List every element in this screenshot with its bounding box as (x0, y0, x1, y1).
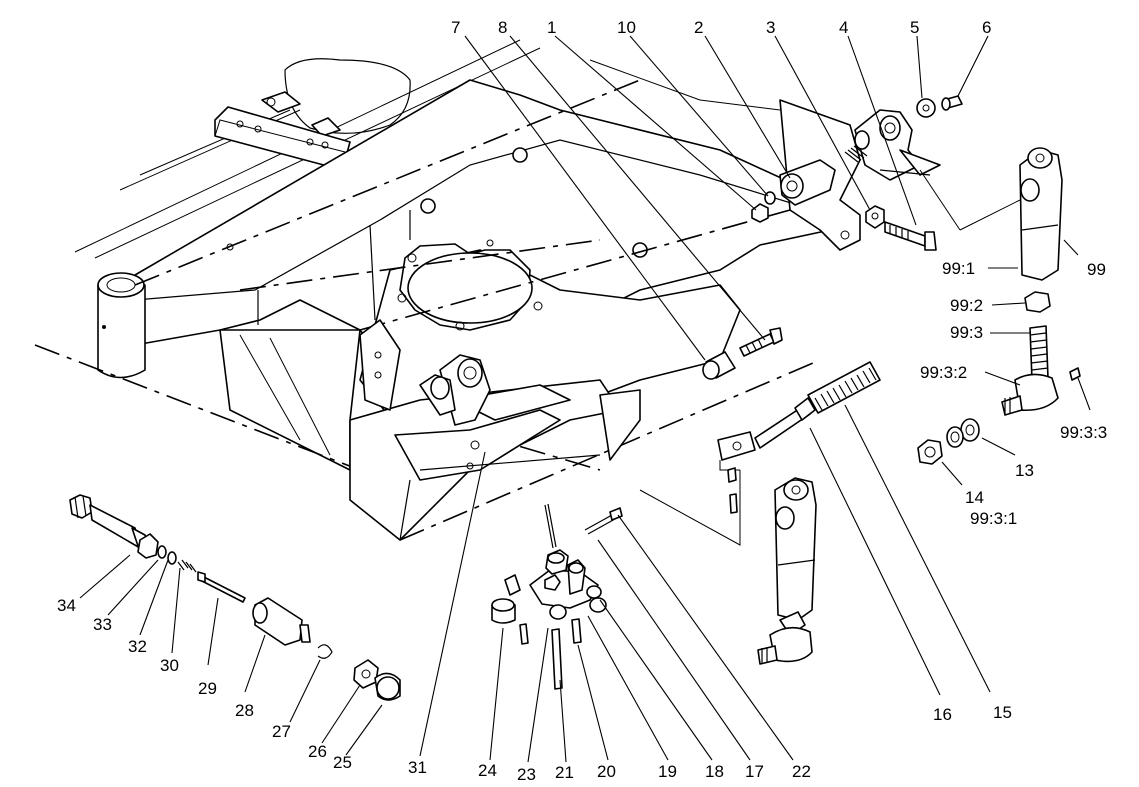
callout-5: 5 (910, 18, 919, 37)
flat-washer (916, 98, 936, 118)
spindle-tube (97, 272, 146, 379)
callout-33: 33 (93, 615, 112, 634)
mount-ears (359, 319, 491, 470)
callout-3: 3 (766, 18, 775, 37)
callout-4: 4 (839, 18, 848, 37)
slotted-bracket (214, 106, 351, 169)
callout-1: 1 (547, 18, 556, 37)
small-spring (844, 145, 868, 163)
callout-6: 6 (982, 18, 991, 37)
callout-17: 17 (745, 762, 764, 781)
callout-26: 26 (308, 742, 327, 761)
lock-nut (865, 205, 885, 229)
callout-16: 16 (933, 705, 952, 724)
callout-32: 32 (128, 637, 147, 656)
callout-30: 30 (160, 656, 179, 675)
callout-24: 24 (478, 761, 497, 780)
pivot-bushing-block (779, 159, 836, 206)
callout-7: 7 (451, 18, 460, 37)
callout-99-2: 99:2 (950, 296, 983, 315)
callout-25: 25 (333, 753, 352, 772)
callout-19: 19 (658, 762, 677, 781)
motor-mount-plate (397, 243, 543, 331)
callout-99-3-1: 99:3:1 (970, 509, 1017, 528)
frame-assembly (34, 39, 941, 541)
callout-23: 23 (517, 765, 536, 784)
rear-hardware (702, 95, 963, 380)
spring-rod-assembly (717, 361, 881, 514)
upper-mount-plate (261, 58, 411, 137)
callout-21: 21 (555, 763, 574, 782)
callout-2: 2 (694, 18, 703, 37)
callout-99-1: 99:1 (942, 259, 975, 278)
callout-28: 28 (235, 701, 254, 720)
hinge-bolt (739, 327, 783, 357)
callout-14: 14 (965, 488, 984, 507)
spacer-bushing (702, 351, 736, 380)
callout-99-3-2: 99:3:2 (920, 363, 967, 382)
callout-34: 34 (57, 596, 76, 615)
callout-99-3-3: 99:3:3 (1060, 423, 1107, 442)
assembly-centerlines (34, 79, 821, 541)
callout-13: 13 (1015, 461, 1034, 480)
lift-linkage-hardware (491, 503, 623, 690)
height-adjuster-assembly (69, 494, 401, 701)
callout-99: 99 (1087, 260, 1106, 279)
callout-27: 27 (272, 722, 291, 741)
callout-labels: 7 8 1 10 2 3 4 5 6 99:1 99 99:2 99:3 99:… (57, 18, 1107, 784)
tie-rod-assembly-lower (639, 470, 817, 665)
leader-lines (79, 35, 1091, 763)
callout-29: 29 (198, 679, 217, 698)
main-frame-rail (134, 79, 841, 381)
callout-20: 20 (597, 762, 616, 781)
pivot-bolt (884, 221, 937, 251)
callout-18: 18 (705, 762, 724, 781)
callout-10: 10 (617, 18, 636, 37)
callout-31: 31 (408, 758, 427, 777)
nut-and-washer (751, 191, 776, 223)
callout-15: 15 (993, 703, 1012, 722)
cap-screw (941, 95, 963, 111)
callout-22: 22 (792, 762, 811, 781)
callout-99-3: 99:3 (950, 323, 983, 342)
callout-8: 8 (498, 18, 507, 37)
tie-rod-assembly-upper (917, 147, 1081, 465)
